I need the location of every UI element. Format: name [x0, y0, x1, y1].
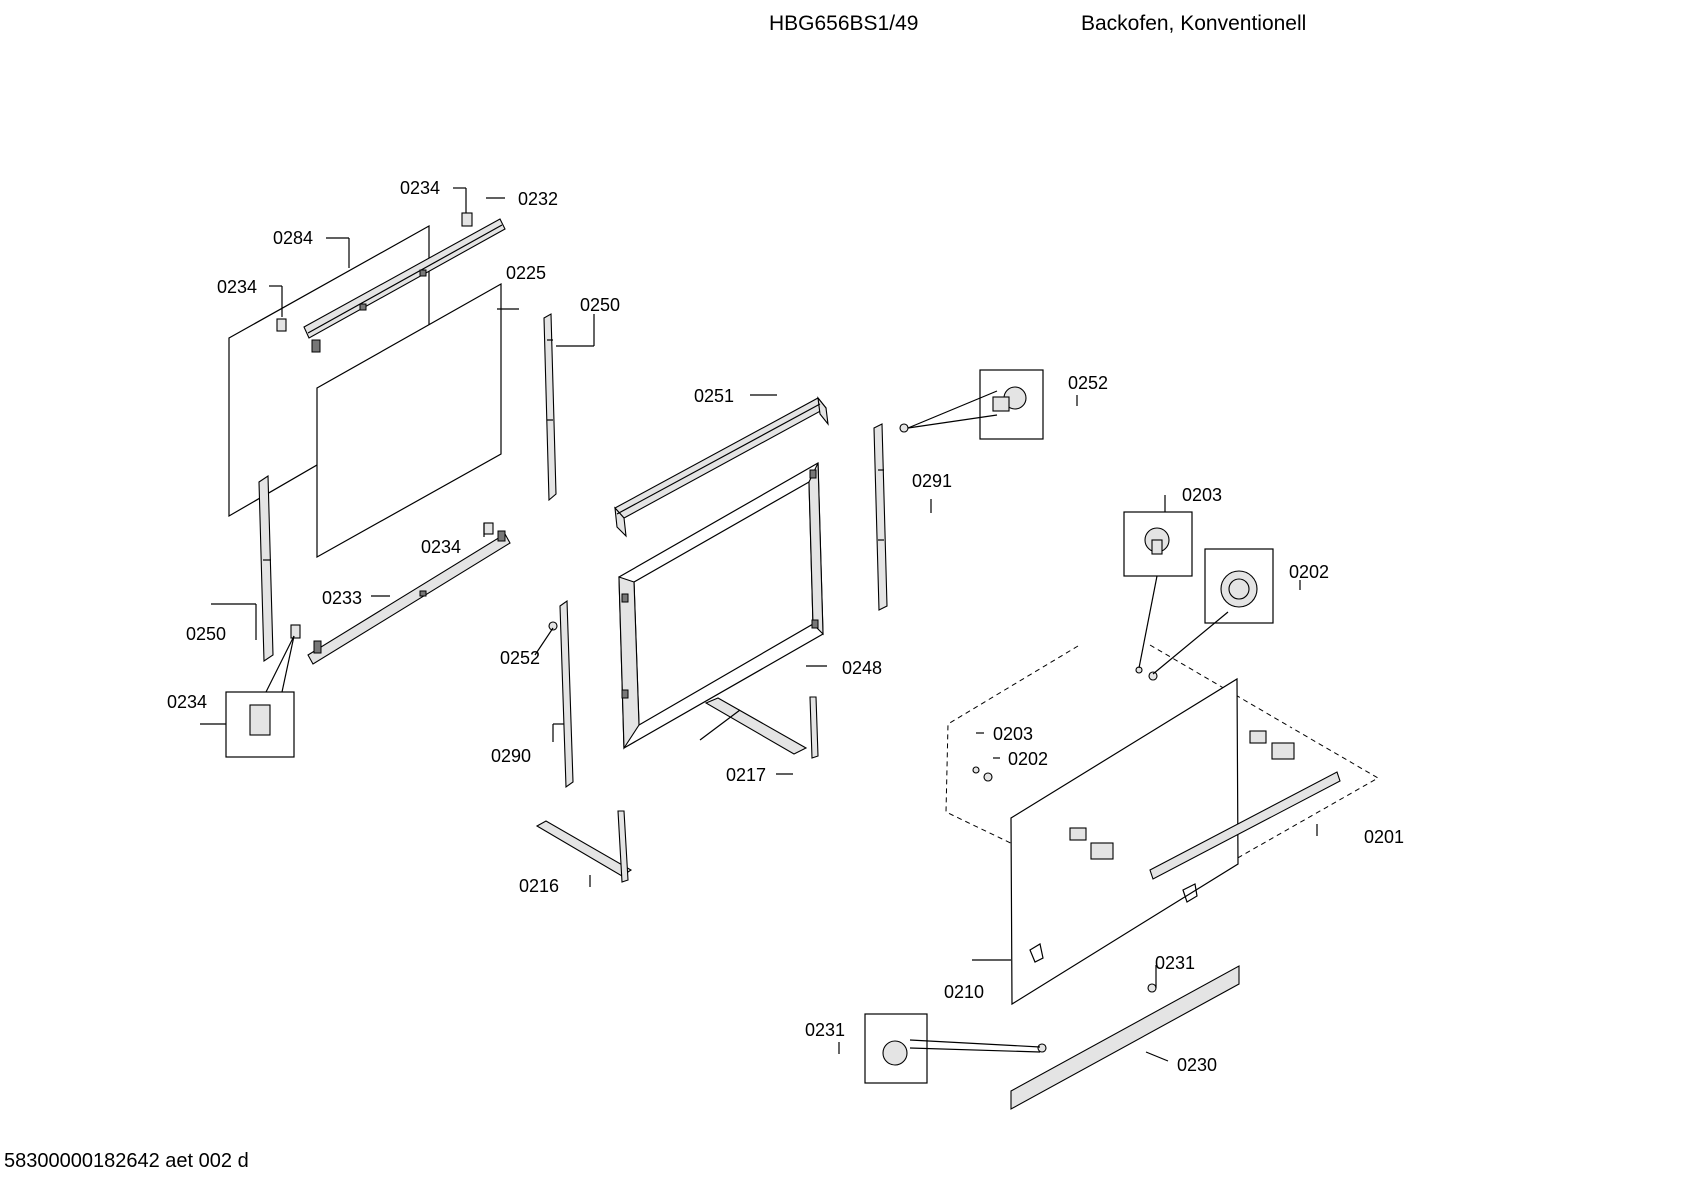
door-side-strip-0250-left[interactable] — [258, 474, 274, 663]
appliance-description: Backofen, Konventionell — [1081, 12, 1307, 35]
callout-0252-mid: 0252 — [500, 648, 540, 668]
callout-0234-mid: 0234 — [421, 537, 461, 557]
callout-0230: 0230 — [1177, 1055, 1217, 1075]
callout-0210: 0210 — [944, 982, 984, 1002]
screw-0252-top[interactable] — [899, 423, 909, 433]
clip-0234-mid[interactable] — [483, 522, 494, 535]
inner-frame-0248[interactable] — [618, 461, 824, 750]
detail-box-0231 — [864, 1013, 1041, 1084]
document-id: 58300000182642 aet 002 d — [4, 1150, 249, 1172]
callout-0251: 0251 — [694, 386, 734, 406]
callout-0284: 0284 — [273, 228, 313, 248]
door-bottom-strip-0233[interactable] — [307, 530, 511, 665]
callout-0202-top: 0202 — [1289, 562, 1329, 582]
hinge-cover-0291[interactable] — [873, 423, 888, 611]
callout-0202-low: 0202 — [1008, 749, 1048, 769]
callout-0201: 0201 — [1364, 827, 1404, 847]
callout-0290: 0290 — [491, 746, 531, 766]
callout-0216: 0216 — [519, 876, 559, 896]
callout-0231-right: 0231 — [1155, 953, 1195, 973]
callout-0217: 0217 — [726, 765, 766, 785]
callout-0252-top: 0252 — [1068, 373, 1108, 393]
callout-0231-left: 0231 — [805, 1020, 845, 1040]
callout-0248: 0248 — [842, 658, 882, 678]
callout-0234-top: 0234 — [400, 178, 440, 198]
door-side-strip-0250-right[interactable] — [543, 313, 557, 502]
hinge-bracket-0217[interactable] — [699, 696, 819, 759]
screw-0231-left[interactable] — [1037, 1043, 1047, 1053]
fascia-trim-0230[interactable] — [1010, 965, 1240, 1110]
screw-0231-right[interactable] — [1147, 983, 1157, 993]
clip-0234-top[interactable] — [461, 212, 473, 227]
bracket-0216[interactable] — [535, 810, 633, 883]
leader-lines — [200, 187, 1318, 1062]
screw-0203-low[interactable] — [972, 766, 980, 774]
knob-0202-low[interactable] — [983, 772, 993, 782]
callout-0234-box: 0234 — [167, 692, 207, 712]
detail-box-0234 — [225, 635, 295, 758]
callout-0250-left: 0250 — [186, 624, 226, 644]
control-panel-0210[interactable] — [1010, 677, 1341, 1006]
clip-0234-left[interactable] — [276, 318, 287, 332]
callout-0225: 0225 — [506, 263, 546, 283]
knob-0202-top[interactable] — [1148, 671, 1158, 681]
callout-0232: 0232 — [518, 189, 558, 209]
callout-0234-left: 0234 — [217, 277, 257, 297]
callout-0203-low: 0203 — [993, 724, 1033, 744]
screw-0252-mid[interactable] — [548, 621, 558, 631]
clip-0234-small[interactable] — [290, 624, 301, 639]
callout-0291: 0291 — [912, 471, 952, 491]
model-number: HBG656BS1/49 — [769, 12, 919, 35]
detail-box-0252 — [907, 369, 1044, 440]
top-rail-0251[interactable] — [614, 396, 829, 538]
detail-box-0202 — [1152, 548, 1274, 675]
callout-0233: 0233 — [322, 588, 362, 608]
glass-pane-0225[interactable] — [316, 282, 502, 559]
callout-0203-top: 0203 — [1182, 485, 1222, 505]
detail-box-0203 — [1123, 511, 1193, 669]
side-bar-0290[interactable] — [559, 599, 574, 789]
callout-0250-right: 0250 — [580, 295, 620, 315]
